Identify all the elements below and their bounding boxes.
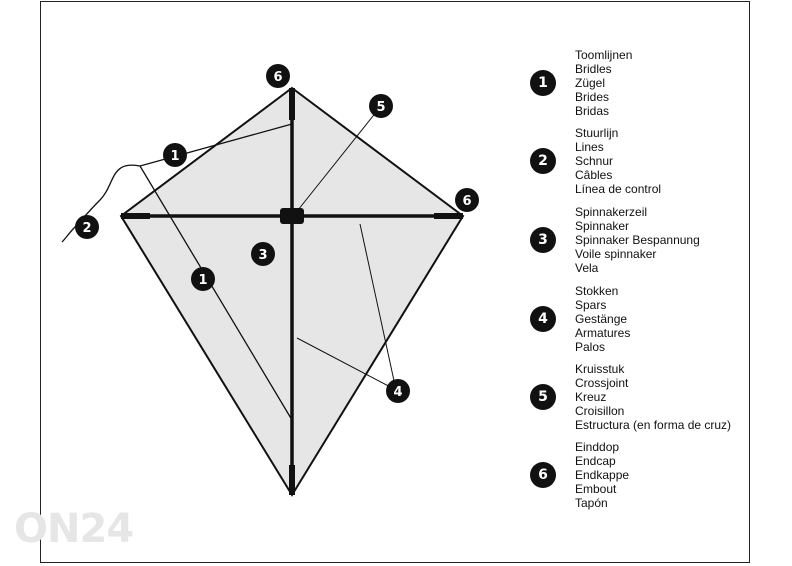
legend-term: Endcap [575,454,616,468]
leader-spar-right [359,223,397,391]
legend-term: Câbles [575,168,613,182]
legend-item-crossjoint: 5 Kruisstuk Crossjoint Kreuz Croisillon … [530,362,750,432]
legend-term-list: Stokken Spars Gestänge Armatures Palos [575,284,630,354]
callout-bridle-upper: 1 [163,143,187,167]
legend-term: Stuurlijn [575,126,619,140]
svg-text:6: 6 [273,70,282,85]
legend-term: Crossjoint [575,376,629,390]
legend-number-badge: 2 [530,148,556,174]
legend-term-list: Stuurlijn Lines Schnur Câbles Línea de c… [575,126,661,196]
legend-term: Zügel [575,76,606,90]
legend-term: Schnur [575,154,614,168]
legend-term: Spinnakerzeil [575,205,648,219]
svg-text:3: 3 [258,248,267,263]
legend-term: Línea de control [575,182,662,196]
legend-term: Bridles [575,62,612,76]
callout-sail: 3 [251,242,275,266]
legend-number-badge: 4 [530,306,556,332]
legend-term: Tapón [575,496,608,510]
legend-number-badge: 1 [530,70,556,96]
legend-term: Endkappe [575,468,630,482]
legend-term: Stokken [575,284,619,298]
legend-term-list: Toomlijnen Bridles Zügel Brides Bridas [575,48,632,118]
callout-crossjoint: 5 [369,94,393,118]
legend-term: Armatures [575,326,631,340]
watermark-logo: ON24 [14,506,134,552]
svg-text:1: 1 [170,149,179,164]
callout-top-endcap: 6 [266,64,290,88]
crossjoint [280,208,304,224]
legend-number-badge: 6 [530,462,556,488]
legend-term: Gestänge [575,312,628,326]
svg-text:4: 4 [393,385,402,400]
legend-term-list: Einddop Endcap Endkappe Embout Tapón [575,440,629,510]
legend-term: Voile spinnaker [575,247,657,261]
svg-text:6: 6 [462,194,471,209]
svg-text:5: 5 [376,100,385,115]
control-line [61,164,141,243]
legend-item-lines: 2 Stuurlijn Lines Schnur Câbles Línea de… [530,126,750,196]
legend-item-bridles: 1 Toomlijnen Bridles Zügel Brides Bridas [530,48,750,118]
legend-item-endcap: 6 Einddop Endcap Endkappe Embout Tapón [530,440,750,510]
legend-term: Vela [575,261,599,275]
legend-term: Kreuz [575,390,607,404]
callout-control-line: 2 [75,215,99,239]
legend-term: Croisillon [575,404,625,418]
callout-bridle-lower: 1 [191,267,215,291]
legend-term: Einddop [575,440,620,454]
legend-term: Embout [575,482,617,496]
legend-term: Bridas [575,104,610,118]
legend-term-list: Kruisstuk Crossjoint Kreuz Croisillon Es… [575,362,731,432]
legend-item-spars: 4 Stokken Spars Gestänge Armatures Palos [530,284,750,354]
legend-term: Spars [575,298,607,312]
legend-term: Estructura (en forma de cruz) [575,418,732,432]
svg-text:2: 2 [82,221,91,236]
legend-term: Brides [575,90,610,104]
legend-number-badge: 3 [530,227,556,253]
legend-term: Toomlijnen [575,48,633,62]
legend-term: Lines [575,140,604,154]
legend-term: Spinnaker Bespannung [575,233,700,247]
callout-spars: 4 [386,379,410,403]
legend-term: Spinnaker [575,219,630,233]
legend-item-sail: 3 Spinnakerzeil Spinnaker Spinnaker Besp… [530,205,750,275]
svg-text:1: 1 [198,273,207,288]
legend-term: Kruisstuk [575,362,625,376]
legend-term-list: Spinnakerzeil Spinnaker Spinnaker Bespan… [575,205,700,275]
leader-spar-vertical [296,337,397,391]
callout-right-endcap: 6 [455,188,479,212]
legend-term: Palos [575,340,606,354]
diagram-frame [40,1,750,563]
legend-number-badge: 5 [530,384,556,410]
leader-crossjoint [297,105,382,211]
